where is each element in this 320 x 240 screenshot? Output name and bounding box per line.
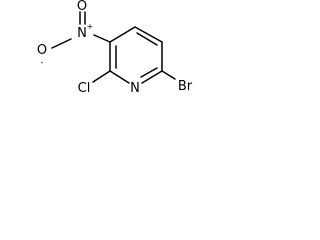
bond-n1-c2 xyxy=(109,70,130,84)
bond-c6-n1-inner xyxy=(140,67,158,78)
bond-c4-c5 xyxy=(134,26,163,43)
bond-c3-c4 xyxy=(109,26,136,43)
atom-nitro-oxygen-left: O xyxy=(37,43,47,58)
atom-chlorine: Cl xyxy=(78,81,91,96)
atom-ring-nitrogen: N xyxy=(130,81,140,96)
bond-c4-c5-inner xyxy=(136,32,158,46)
bond-c6-n1 xyxy=(141,70,163,84)
charge-nitro-nitrogen: + xyxy=(87,22,94,31)
bond-c2-cl xyxy=(92,70,111,83)
structure-diagram: N Cl Br N + O O - xyxy=(37,0,193,96)
charge-nitro-oxygen-left: - xyxy=(41,58,44,67)
atom-nitro-oxygen-top: O xyxy=(77,0,87,14)
bond-c3-nitro xyxy=(93,34,111,43)
bond-c6-br xyxy=(161,70,176,80)
atom-nitro-nitrogen: N xyxy=(77,26,87,41)
atom-bromine: Br xyxy=(178,79,193,94)
bond-nitro-o-left xyxy=(51,38,72,49)
